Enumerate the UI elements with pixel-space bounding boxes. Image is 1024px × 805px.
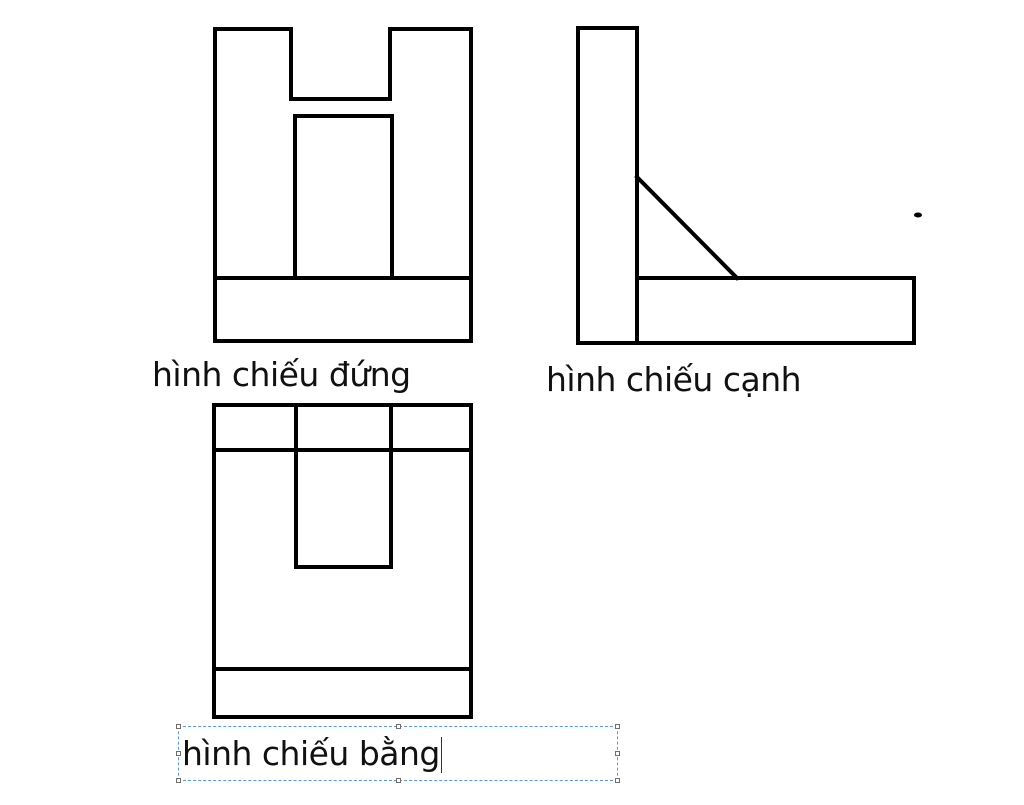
top-view [212, 403, 473, 719]
top-view-label[interactable]: hình chiếu bằng [182, 734, 443, 773]
resize-handle-bottom-right[interactable] [615, 778, 620, 783]
resize-handle-bottom-center[interactable] [396, 778, 401, 783]
side-view-label: hình chiếu cạnh [546, 360, 802, 399]
resize-handle-top-left[interactable] [176, 724, 181, 729]
resize-handle-middle-right[interactable] [615, 751, 620, 756]
top-view-outline [212, 403, 473, 719]
resize-handle-bottom-left[interactable] [176, 778, 181, 783]
side-view-upright [576, 26, 639, 345]
front-view [213, 27, 473, 343]
resize-handle-top-center[interactable] [396, 724, 401, 729]
stray-mark [914, 212, 922, 218]
resize-handle-middle-left[interactable] [176, 751, 181, 756]
side-view-base [635, 276, 916, 345]
top-view-label-textbox[interactable]: hình chiếu bằng [176, 724, 620, 783]
text-cursor [440, 737, 443, 773]
resize-handle-top-right[interactable] [615, 724, 620, 729]
side-view-rib-diagonal [634, 174, 740, 281]
front-view-label: hình chiếu đứng [152, 355, 411, 394]
front-view-inner-rib [293, 114, 394, 280]
side-view [576, 26, 916, 345]
top-view-label-text: hình chiếu bằng [182, 734, 440, 773]
top-view-rib-rect [294, 403, 393, 569]
front-view-outline [213, 27, 473, 343]
